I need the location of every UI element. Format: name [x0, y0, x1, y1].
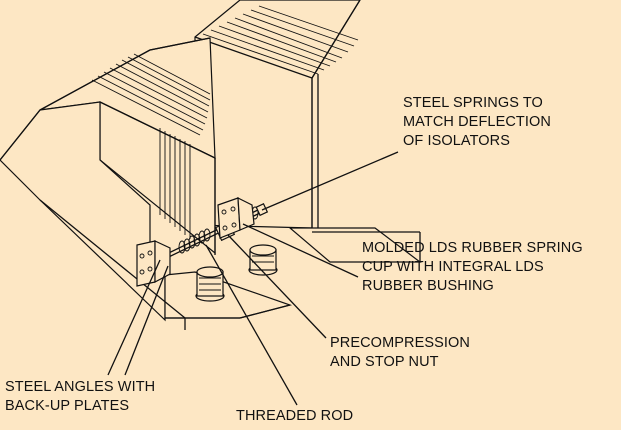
- label-steel-springs-line-1: STEEL SPRINGS TO: [403, 95, 543, 111]
- label-steel-springs: STEEL SPRINGS TO MATCH DEFLECTION OF ISO…: [403, 94, 551, 151]
- label-precompression-line-2: AND STOP NUT: [330, 354, 439, 370]
- label-molded-rubber: MOLDED LDS RUBBER SPRING CUP WITH INTEGR…: [362, 239, 583, 296]
- isolator-right: [248, 244, 278, 276]
- label-precompression-line-1: PRECOMPRESSION: [330, 335, 470, 351]
- isolator-left: [195, 266, 225, 302]
- label-molded-rubber-line-3: RUBBER BUSHING: [362, 278, 494, 294]
- left-duct: [0, 37, 293, 330]
- leader-lines: [107, 151, 399, 406]
- label-threaded-rod-line-1: THREADED ROD: [236, 408, 354, 424]
- label-molded-rubber-line-1: MOLDED LDS RUBBER SPRING: [362, 240, 583, 256]
- steel-angle-right: [217, 196, 255, 239]
- label-threaded-rod: THREADED ROD: [236, 407, 353, 426]
- label-steel-springs-line-2: MATCH DEFLECTION: [403, 114, 551, 130]
- label-steel-angles-line-2: BACK-UP PLATES: [5, 398, 130, 414]
- label-steel-springs-line-3: OF ISOLATORS: [403, 133, 511, 149]
- right-duct: [194, 0, 422, 263]
- label-molded-rubber-line-2: CUP WITH INTEGRAL LDS: [362, 259, 544, 275]
- label-steel-angles: STEEL ANGLES WITH BACK-UP PLATES: [5, 378, 155, 416]
- label-precompression: PRECOMPRESSION AND STOP NUT: [330, 334, 470, 372]
- label-steel-angles-line-1: STEEL ANGLES WITH: [5, 379, 156, 395]
